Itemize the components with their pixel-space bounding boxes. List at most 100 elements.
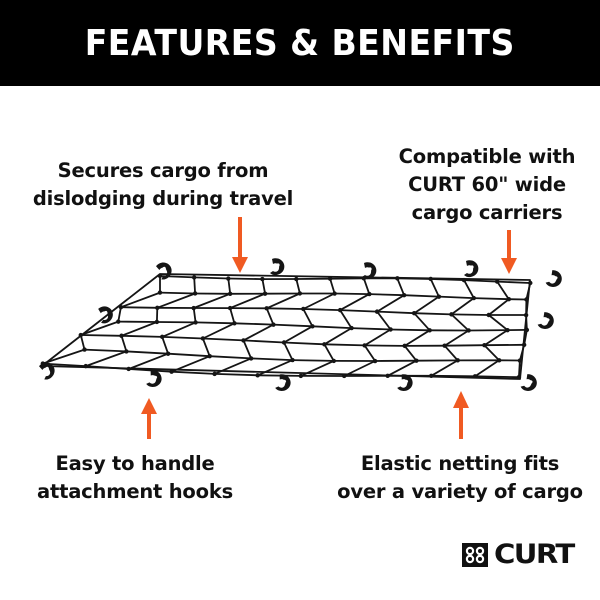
net-knot bbox=[524, 297, 529, 302]
attachment-hook-icon bbox=[545, 270, 562, 287]
net-knot bbox=[193, 320, 198, 325]
callout-line: attachment hooks bbox=[37, 480, 233, 503]
net-knot bbox=[82, 347, 87, 352]
net-knot bbox=[200, 336, 206, 341]
callout-line: cargo carriers bbox=[411, 201, 563, 224]
attachment-hook-icon bbox=[362, 262, 377, 280]
net-knot bbox=[227, 305, 233, 311]
net-knot bbox=[118, 304, 124, 310]
net-knot bbox=[255, 373, 260, 378]
net-knot bbox=[157, 290, 163, 295]
net-knot bbox=[486, 312, 491, 318]
net-knot bbox=[310, 324, 315, 329]
net-knot bbox=[436, 294, 442, 299]
net-knot bbox=[401, 293, 407, 298]
cargo-net-image bbox=[39, 258, 562, 391]
callout-line: Compatible with bbox=[398, 145, 576, 168]
net-strand-vertical bbox=[128, 278, 232, 370]
net-knot bbox=[332, 291, 337, 296]
callout-line: Secures cargo from bbox=[57, 159, 269, 182]
net-knot bbox=[260, 276, 265, 282]
net-knot bbox=[461, 277, 467, 283]
callout-compatible: Compatible with CURT 60" wide cargo carr… bbox=[382, 143, 592, 227]
net-knot bbox=[372, 358, 378, 364]
callout-line: CURT 60" wide bbox=[408, 173, 566, 196]
callout-elastic-netting: Elastic netting fits over a variety of c… bbox=[320, 450, 600, 506]
brand-name: CURT bbox=[494, 539, 575, 570]
attachment-hook-icon bbox=[275, 374, 291, 391]
callout-line: Easy to handle bbox=[55, 452, 215, 475]
net-knot bbox=[78, 332, 83, 338]
net-knot bbox=[395, 276, 400, 281]
net-knot bbox=[341, 373, 347, 379]
attachment-hook-icon bbox=[146, 370, 162, 387]
net-knot bbox=[521, 342, 527, 348]
net-hooks bbox=[39, 258, 562, 391]
curt-logo-icon bbox=[462, 543, 488, 567]
net-knot bbox=[165, 351, 171, 356]
net-knot bbox=[192, 291, 198, 296]
header-banner: FEATURES & BENEFITS bbox=[0, 0, 600, 86]
net-knot bbox=[428, 276, 433, 282]
attachment-hook-icon bbox=[156, 262, 172, 280]
net-knot bbox=[241, 338, 246, 343]
net-knot bbox=[281, 340, 287, 345]
net-knot bbox=[517, 358, 523, 363]
net-knot bbox=[232, 321, 237, 326]
net-knot bbox=[442, 343, 447, 348]
net-knot bbox=[482, 342, 487, 348]
net-knot bbox=[349, 325, 354, 331]
net-knot bbox=[449, 312, 454, 317]
callout-secures-cargo: Secures cargo from dislodging during tra… bbox=[18, 157, 308, 213]
net-knot bbox=[119, 333, 124, 338]
attachment-hook-icon bbox=[397, 374, 413, 391]
net-knot bbox=[248, 356, 254, 361]
net-knot bbox=[116, 319, 121, 324]
net-knot bbox=[290, 357, 295, 363]
attachment-hook-icon bbox=[520, 374, 537, 391]
net-knot bbox=[506, 296, 512, 302]
net-knot bbox=[429, 373, 434, 379]
net-knot bbox=[264, 306, 269, 311]
net-knot bbox=[207, 354, 212, 359]
net-knot bbox=[455, 358, 460, 363]
net-knot bbox=[294, 276, 299, 282]
net-mesh bbox=[41, 273, 532, 380]
net-knot bbox=[505, 327, 510, 333]
net-knot bbox=[157, 273, 163, 279]
callout-line: Elastic netting fits bbox=[360, 452, 560, 475]
net-knot bbox=[327, 276, 333, 281]
net-knot bbox=[301, 306, 306, 312]
net-knot bbox=[388, 327, 393, 332]
net-strand-horizontal bbox=[84, 348, 520, 362]
attachment-hook-icon bbox=[39, 362, 55, 380]
attachment-hook-icon bbox=[270, 258, 285, 276]
attachment-hook-icon bbox=[537, 312, 554, 329]
net-knot bbox=[523, 312, 529, 318]
net-knot bbox=[471, 295, 476, 301]
net-knot bbox=[362, 343, 367, 348]
net-knot bbox=[322, 342, 327, 347]
curt-logo: CURT bbox=[462, 541, 575, 568]
net-knot bbox=[528, 280, 533, 286]
net-knot bbox=[298, 373, 304, 379]
net-knot bbox=[427, 328, 432, 333]
net-knot bbox=[496, 358, 502, 363]
net-knot bbox=[374, 309, 380, 314]
attachment-hook-icon bbox=[98, 306, 113, 324]
net-knot bbox=[297, 291, 303, 296]
net-knot bbox=[191, 305, 196, 311]
net-knot bbox=[337, 307, 343, 313]
callout-line: dislodging during travel bbox=[32, 187, 294, 210]
net-strand-vertical bbox=[474, 281, 510, 378]
net-knot bbox=[385, 373, 390, 378]
net-strand-horizontal bbox=[159, 275, 531, 284]
net-knot bbox=[169, 369, 174, 374]
net-knot bbox=[83, 363, 88, 369]
net-knot bbox=[126, 366, 131, 372]
callout-attachment-hooks: Easy to handle attachment hooks bbox=[20, 450, 250, 506]
net-knot bbox=[414, 358, 419, 363]
net-knot bbox=[191, 275, 197, 280]
net-knot bbox=[516, 374, 522, 380]
net-knot bbox=[160, 334, 165, 340]
